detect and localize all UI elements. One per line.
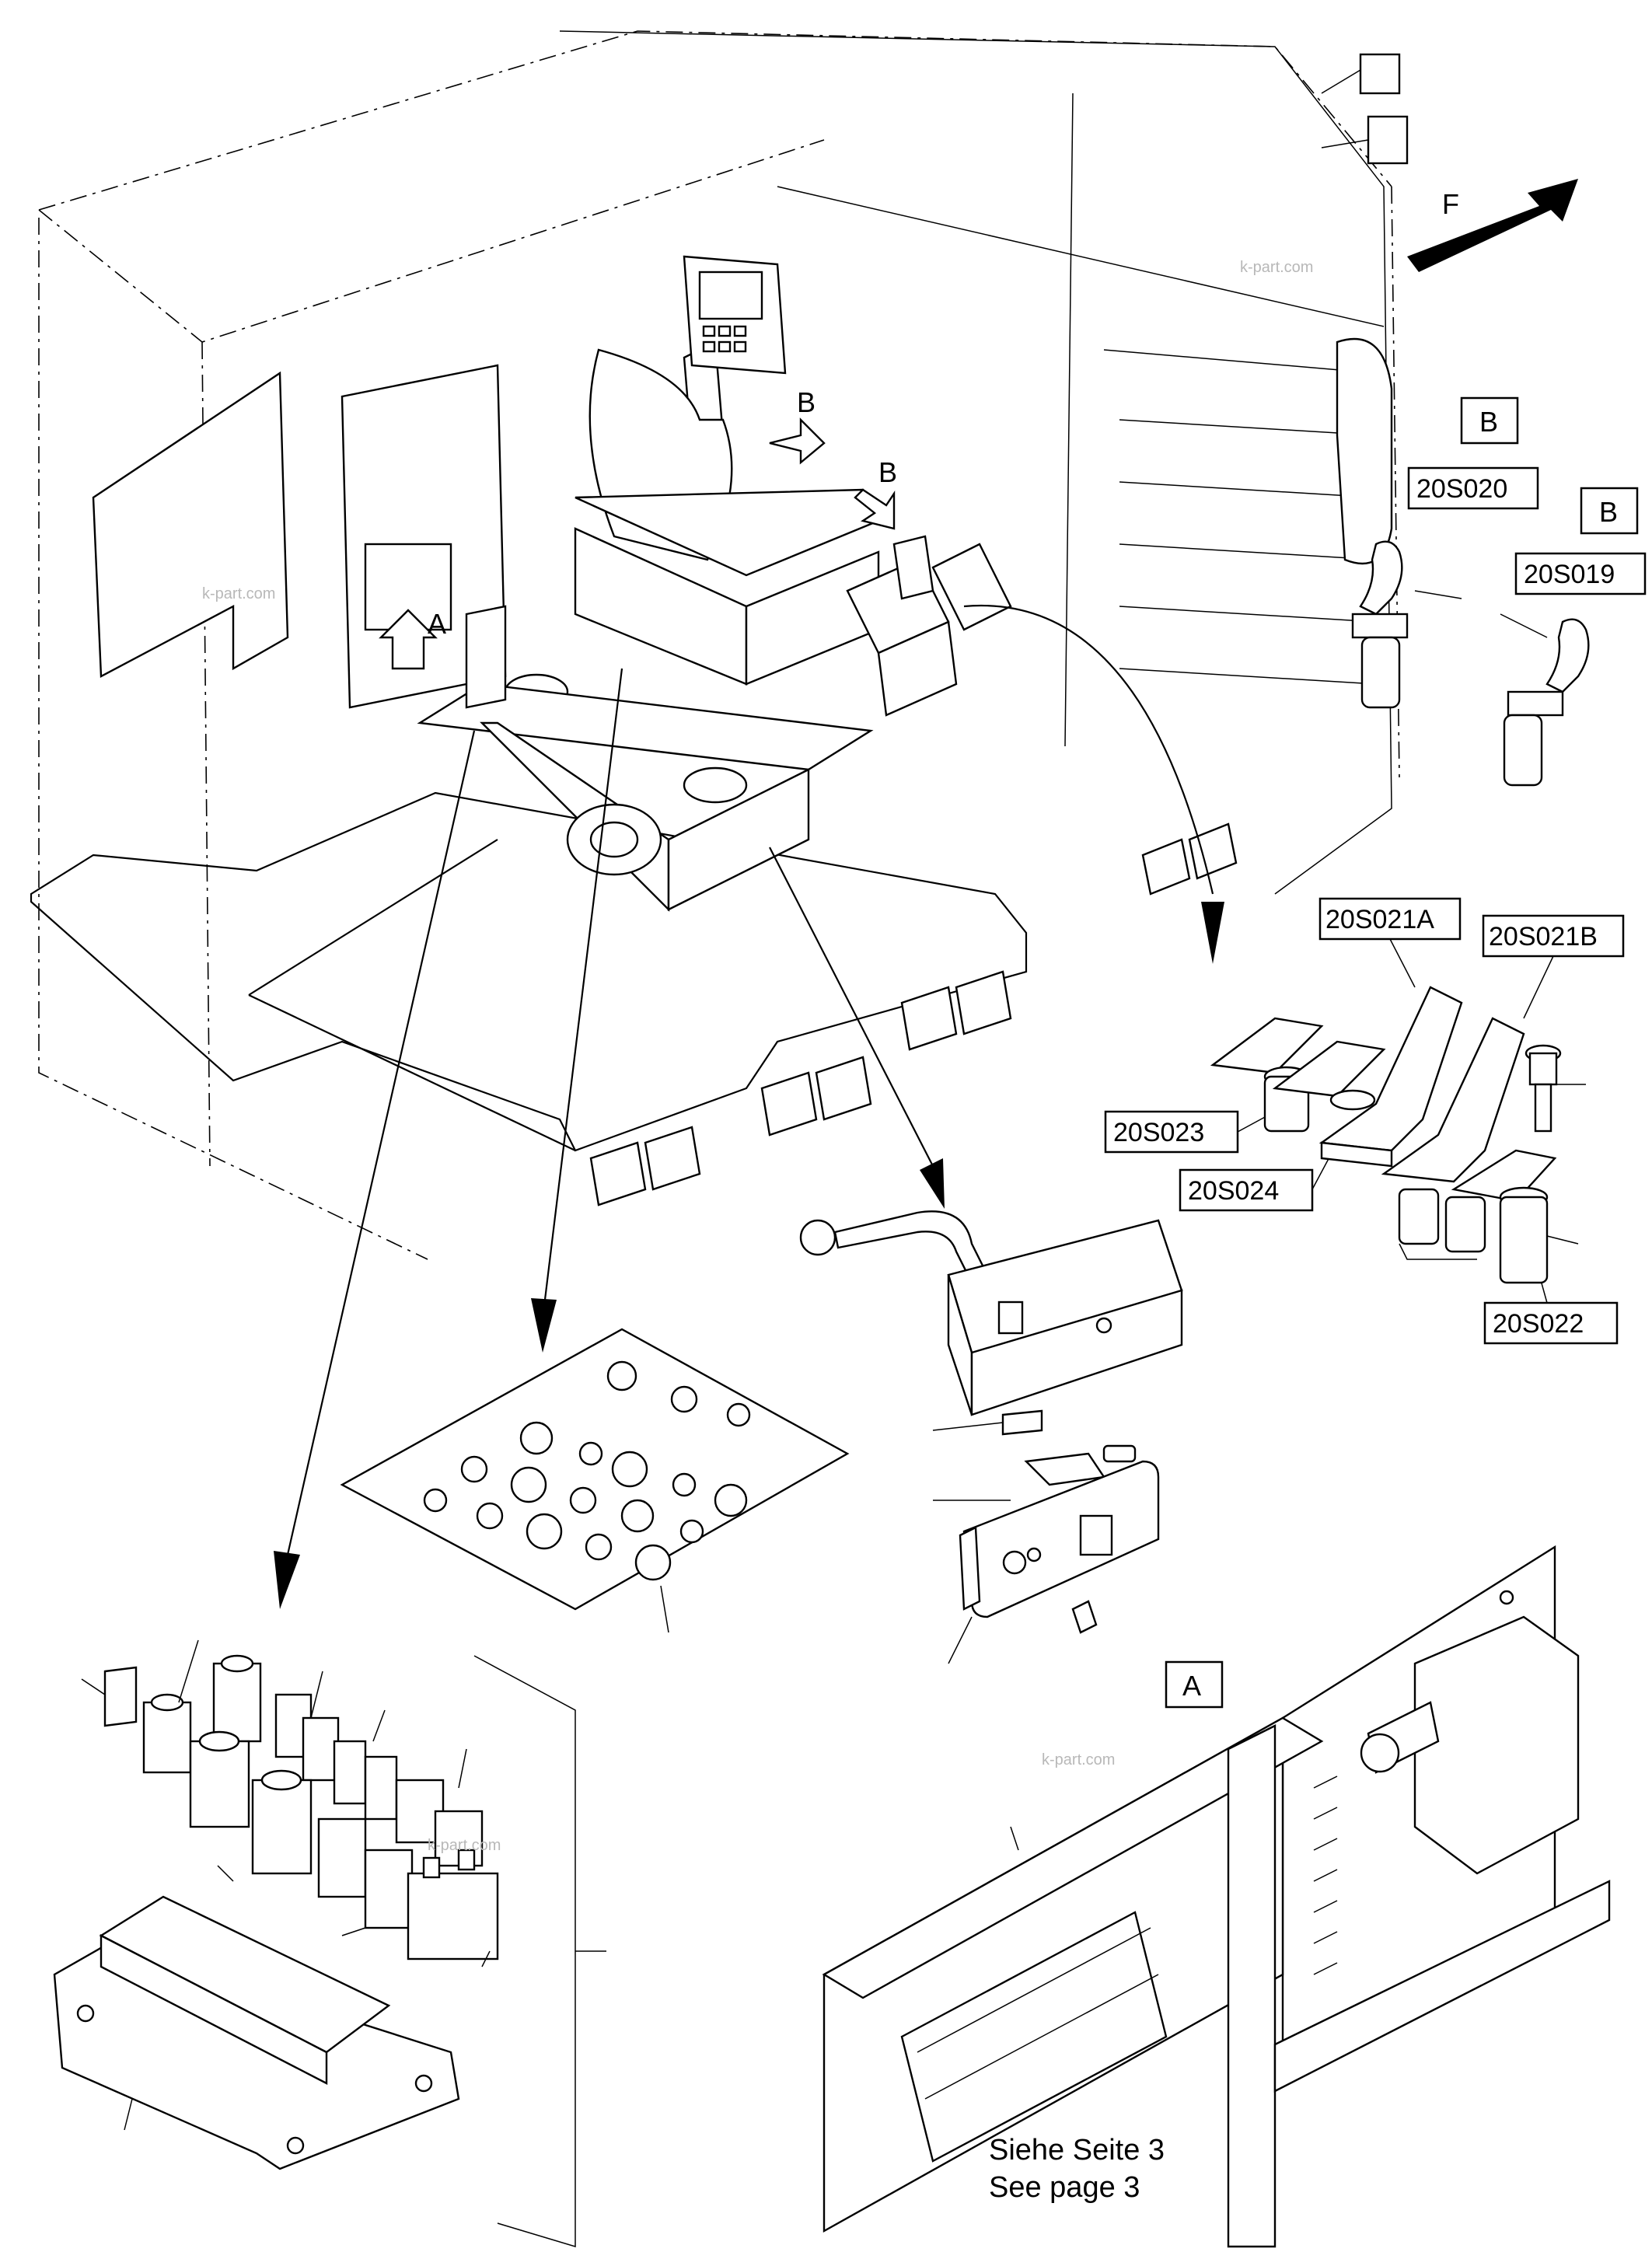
svg-text:A: A (1182, 1670, 1201, 1702)
front-direction-arrow: F (1407, 179, 1578, 272)
watermark: k-part.com (428, 1837, 501, 1854)
pedal-20s021b (1381, 1017, 1525, 1253)
svg-text:B: B (1479, 406, 1498, 438)
pedal-detail-arrow (963, 604, 1224, 964)
relay-block-detail (53, 1639, 606, 2248)
hand-lever-assembly (799, 1210, 1183, 1416)
front-label: F (1442, 188, 1459, 220)
relay-base (53, 1895, 460, 2170)
label-20s020: 20S020 (1416, 474, 1507, 504)
view-arrow-b-2: B (854, 456, 897, 530)
svg-text:B: B (1599, 496, 1618, 528)
label-20s021a: 20S021A (1325, 905, 1434, 934)
display-terminal (683, 255, 787, 375)
label-20s023: 20S023 (1113, 1118, 1204, 1147)
detail-a-electrical-box: A Siehe Seite 3 See page 3 (822, 1545, 1611, 2248)
detail-b-joysticks: B B 20S020 20S019 (1351, 396, 1647, 787)
machine-cab-outline (30, 30, 1400, 1260)
svg-text:B: B (878, 456, 897, 488)
grommet-plate (340, 1328, 850, 1633)
pedal-group: 20S021A 20S021B 20S023 20S024 20S022 (1104, 897, 1625, 1345)
seat-base-frame (417, 683, 874, 912)
watermark: k-part.com (1042, 1751, 1115, 1768)
label-20s022: 20S022 (1493, 1309, 1584, 1339)
joystick-20s020 (1351, 540, 1462, 709)
lever-switch-bracket (932, 1409, 1137, 1486)
switch-mounting-plate (933, 1460, 1160, 1664)
view-arrow-a: A (379, 608, 446, 670)
svg-text:A: A (428, 608, 446, 640)
see-page-note-de: Siehe Seite 3 (989, 2134, 1165, 2166)
label-20s019: 20S019 (1524, 560, 1615, 589)
view-arrow-b-1: B (769, 386, 826, 465)
side-mirror (1336, 337, 1393, 565)
joystick-20s019 (1500, 613, 1590, 787)
relays (142, 1654, 499, 1960)
top-connectors (1321, 53, 1409, 165)
detail-leader-arrows (274, 668, 945, 1609)
pedal-20s022 (1451, 1149, 1579, 1284)
armrest-console (846, 535, 1012, 717)
watermark: k-part.com (1240, 259, 1313, 276)
see-page-note-en: See page 3 (989, 2171, 1140, 2204)
svg-text:B: B (797, 386, 816, 418)
floor-brackets (589, 822, 1238, 1206)
bolt (1525, 1044, 1586, 1133)
pedal-20s021a (1318, 986, 1463, 1168)
label-20s024: 20S024 (1188, 1176, 1279, 1206)
watermark: k-part.com (202, 585, 275, 602)
label-20s021b: 20S021B (1489, 922, 1598, 951)
pedal-20s024 (1272, 1040, 1386, 1111)
